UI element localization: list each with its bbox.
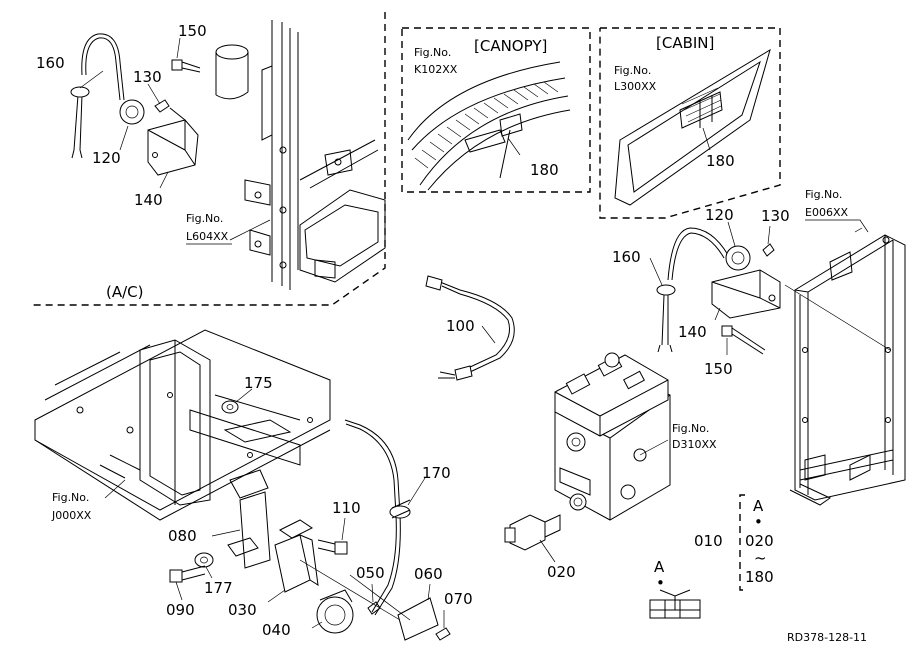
- part-label-040: 040: [262, 621, 291, 639]
- part-label-177: 177: [204, 579, 233, 597]
- bottom-parts: [169, 491, 451, 641]
- section-ac-label: (A/C): [106, 283, 144, 301]
- part-label-ac-140: 140: [134, 191, 163, 209]
- fig-ref-j000: Fig.No. J000XX: [51, 491, 92, 522]
- cable-100: [425, 275, 515, 381]
- part-label-175: 175: [244, 374, 273, 392]
- ac-assembly: [70, 20, 386, 290]
- svg-text:Fig.No.: Fig.No.: [414, 46, 451, 59]
- part-label-canopy-180: 180: [530, 161, 559, 179]
- right-sensor-group: [649, 221, 891, 355]
- legend-end: 180: [745, 568, 774, 586]
- part-label-r-130: 130: [761, 207, 790, 225]
- part-label-ac-150: 150: [178, 22, 207, 40]
- fig-ref-d310: Fig.No. D310XX: [672, 422, 717, 451]
- canopy-panel: [407, 61, 571, 191]
- part-label-r-160: 160: [612, 248, 641, 266]
- view-marker-dot: •: [656, 574, 665, 592]
- svg-text:D310XX: D310XX: [672, 438, 717, 451]
- part-label-070: 070: [444, 590, 473, 608]
- svg-text:L604XX: L604XX: [186, 230, 229, 243]
- sensor-020: [504, 514, 561, 563]
- svg-text:Fig.No.: Fig.No.: [805, 188, 842, 201]
- fig-ref-l300: Fig.No. L300XX: [614, 64, 657, 93]
- dashed-dividers: [30, 12, 781, 306]
- part-label-r-150: 150: [704, 360, 733, 378]
- drawing-reference: RD378-128-11: [787, 631, 867, 644]
- part-label-r-120: 120: [705, 206, 734, 224]
- legend-tilde: ~: [754, 549, 767, 567]
- part-label-ac-130: 130: [133, 68, 162, 86]
- svg-text:Fig.No.: Fig.No.: [672, 422, 709, 435]
- svg-text:K102XX: K102XX: [414, 63, 458, 76]
- part-label-100: 100: [446, 317, 475, 335]
- right-frame: [789, 227, 906, 506]
- fig-ref-l604: Fig.No. L604XX: [186, 212, 232, 245]
- part-label-110: 110: [332, 499, 361, 517]
- svg-text:Fig.No.: Fig.No.: [186, 212, 223, 225]
- svg-text:E006XX: E006XX: [805, 206, 848, 219]
- svg-text:J000XX: J000XX: [51, 509, 92, 522]
- legend: A • 020 ~ 180 010: [694, 497, 774, 586]
- fig-ref-k102: Fig.No. K102XX: [414, 46, 458, 76]
- legend-dot: •: [754, 513, 763, 531]
- part-label-r-140: 140: [678, 323, 707, 341]
- part-label-060: 060: [414, 565, 443, 583]
- part-label-030: 030: [228, 601, 257, 619]
- part-label-080: 080: [168, 527, 197, 545]
- part-label-ac-120: 120: [92, 149, 121, 167]
- legend-brace: [739, 494, 745, 591]
- part-label-050: 050: [356, 564, 385, 582]
- part-label-020: 020: [547, 563, 576, 581]
- cabin-panel: [614, 48, 771, 206]
- section-cabin-label: [CABIN]: [656, 34, 714, 52]
- svg-text:Fig.No.: Fig.No.: [52, 491, 89, 504]
- section-canopy-label: [CANOPY]: [474, 37, 547, 55]
- svg-text:L300XX: L300XX: [614, 80, 657, 93]
- part-label-cabin-180: 180: [706, 152, 735, 170]
- part-label-ac-160: 160: [36, 54, 65, 72]
- part-label-170: 170: [422, 464, 451, 482]
- legend-item: 010: [694, 532, 723, 550]
- part-label-090: 090: [166, 601, 195, 619]
- cable-170: [344, 419, 426, 616]
- fig-ref-e006: Fig.No. E006XX: [805, 188, 869, 233]
- legend-top: A: [753, 497, 764, 515]
- svg-text:Fig.No.: Fig.No.: [614, 64, 651, 77]
- view-marker: [649, 589, 701, 619]
- valve-assembly: [554, 352, 671, 521]
- view-marker-letter: A: [654, 558, 665, 576]
- legend-sub: 020: [745, 532, 774, 550]
- chassis: [34, 329, 331, 521]
